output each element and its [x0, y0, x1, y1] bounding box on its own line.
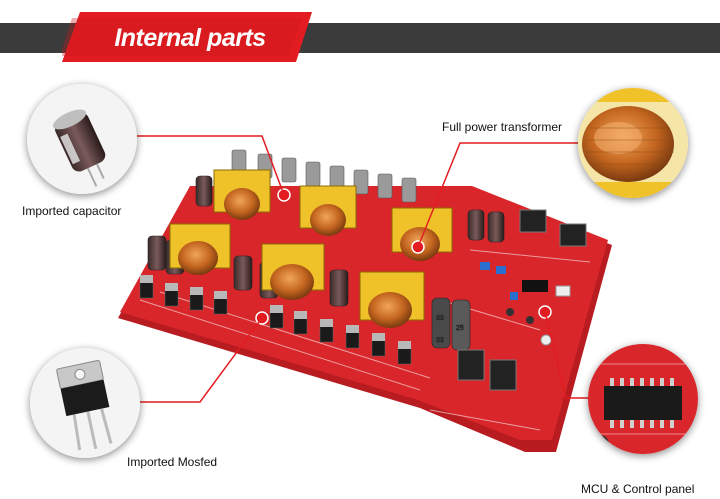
cap-marking: 33 [436, 315, 444, 322]
transformer-coil-icon [578, 88, 688, 198]
capacitor-thumbnail [27, 84, 137, 194]
mcu-thumbnail [588, 344, 698, 454]
page-title: Internal parts [114, 24, 266, 52]
label-mcu-control-panel: MCU & Control panel [581, 482, 695, 496]
label-imported-capacitor: Imported capacitor [22, 204, 122, 218]
chip-icon [588, 344, 698, 454]
capacitor-icon [27, 84, 137, 194]
label-full-power-transformer: Full power transformer [442, 120, 563, 134]
cap-marking: 33 [436, 337, 444, 344]
label-imported-mosfed: Imported Mosfed [127, 455, 218, 469]
cap-marking: 25 [456, 325, 464, 332]
mosfet-thumbnail [30, 348, 140, 458]
transformer-thumbnail [578, 88, 688, 198]
mosfet-icon [30, 348, 140, 458]
banner-accent [62, 12, 312, 62]
